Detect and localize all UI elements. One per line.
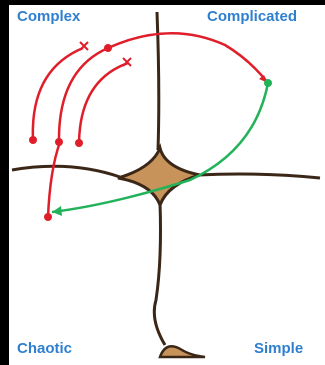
- quadrant-label-chaotic: Chaotic: [17, 340, 72, 357]
- red-arc-3: [79, 63, 128, 143]
- red-arc-3-dot: [75, 139, 83, 147]
- horizontal-boundary-line-right: [198, 174, 320, 178]
- quadrant-label-simple: Simple: [254, 340, 303, 357]
- quadrant-label-complex: Complex: [17, 8, 80, 25]
- green-path-arrowhead: [52, 206, 62, 216]
- vertical-boundary-line-lower: [154, 203, 165, 345]
- horizontal-boundary-line-left: [12, 166, 120, 177]
- red-path-chaotic-dot: [44, 213, 52, 221]
- green-path-start-dot: [264, 79, 272, 87]
- red-arc-1: [33, 48, 83, 140]
- quadrant-label-complicated: Complicated: [207, 8, 297, 25]
- bottom-cliff-shape: [160, 346, 205, 357]
- x-cross-icon: [123, 58, 131, 66]
- red-arc-1-dot: [29, 136, 37, 144]
- red-path-complex-to-complicated: [108, 33, 268, 83]
- red-path-chaotic-entry: [48, 142, 60, 217]
- x-cross-icon: [80, 42, 88, 50]
- red-arc-2: [59, 48, 108, 142]
